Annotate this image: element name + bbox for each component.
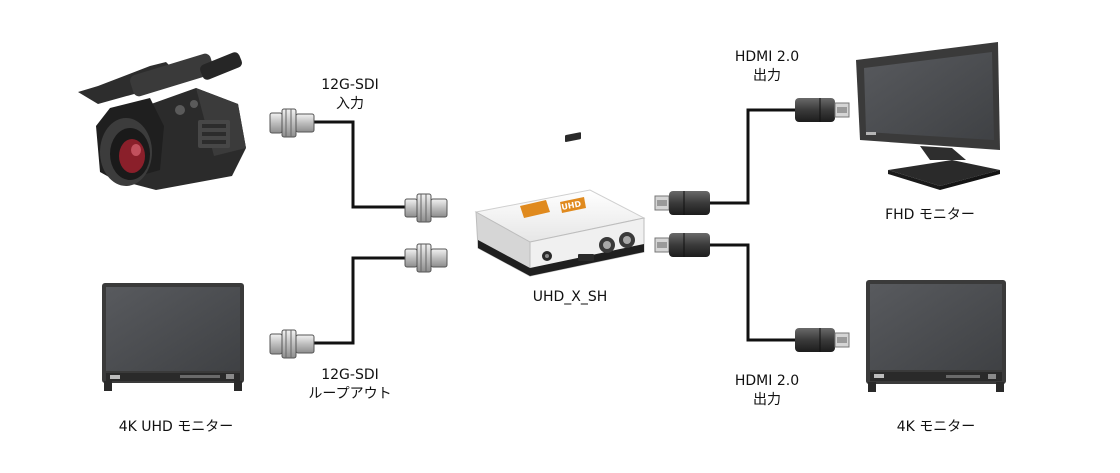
sdi-input-label: 12G-SDI 入力 [300, 76, 400, 114]
hdmi-output-top-label: HDMI 2.0 出力 [717, 48, 817, 86]
monitor-4k-label: 4K モニター [896, 419, 976, 435]
sdi-loopout-label-line2: ループアウト [308, 386, 392, 402]
sdi-input-cable [314, 120, 405, 209]
hdmi-fhd-connector-icon [795, 98, 850, 122]
bnc-input-connector-icon [269, 108, 315, 138]
hdmi-4k-connector-icon [795, 328, 850, 352]
hdmi-output-top-label-line2: 出力 [753, 68, 781, 84]
monitor-4k-icon [866, 280, 1006, 392]
hdmi-4k-cable [710, 243, 795, 342]
hdmi-output-bottom-label-line2: 出力 [753, 392, 781, 408]
sdi-loopout-label-line1: 12G-SDI [321, 367, 379, 383]
hdmi-output-top-label-line1: HDMI 2.0 [734, 49, 800, 65]
hdmi-output-bottom-label-line1: HDMI 2.0 [734, 373, 800, 389]
sdi-input-label-line1: 12G-SDI [321, 77, 379, 93]
camcorder-icon [78, 52, 246, 190]
sdi-input-label-line2: 入力 [336, 96, 364, 112]
bnc-device-in-connector-icon [404, 193, 448, 223]
uhd-monitor-icon [102, 283, 244, 391]
cables [314, 108, 795, 345]
hdmi-output-bottom-label: HDMI 2.0 出力 [717, 372, 817, 410]
hdmi-device-bottom-connector-icon [654, 233, 710, 257]
sdi-loop-cable [314, 256, 405, 345]
bnc-loop-connector-icon [269, 329, 315, 359]
sdi-loopout-label: 12G-SDI ループアウト [300, 366, 400, 404]
hdmi-device-top-connector-icon [654, 191, 710, 215]
device-name-label: UHD_X_SH [532, 289, 608, 305]
bnc-device-loop-connector-icon [404, 243, 448, 273]
fhd-monitor-icon [856, 42, 1000, 190]
device-logo-text: UHD [561, 199, 583, 212]
fhd-monitor-label: FHD モニター [885, 207, 975, 223]
uhd-x-sh-device-icon: UHD [474, 132, 646, 277]
hdmi-fhd-cable [710, 108, 795, 205]
uhd-monitor-label: 4K UHD モニター [118, 419, 234, 435]
